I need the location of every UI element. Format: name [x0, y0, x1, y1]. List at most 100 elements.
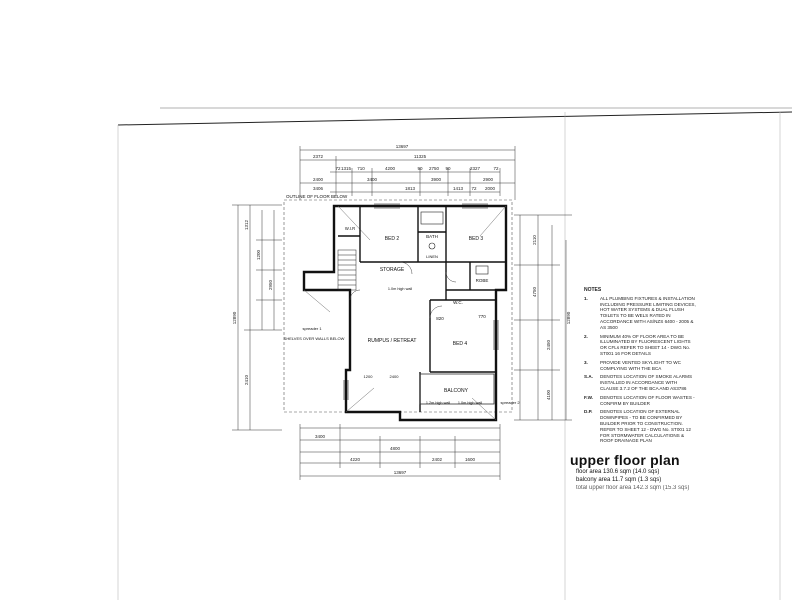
- dim-third-4: 2900: [483, 177, 494, 182]
- sheet-border-top: [117, 111, 793, 126]
- room-wir: W.I.R: [345, 226, 355, 231]
- dim-second-7: 90: [445, 166, 451, 171]
- note-text: MINIMUM 40% OF FLOOR AREA TO BE ILLUMINA…: [600, 333, 691, 356]
- notes-header: NOTES: [584, 287, 602, 293]
- dim-second-5: 90: [417, 166, 423, 171]
- dim-label-770: 770: [478, 314, 486, 319]
- note-item: S.A. DENOTES LOCATION OF SMOKE ALARMS INS…: [584, 374, 784, 391]
- note-text: PROVIDE VENTED SKYLIGHT TO WC COMPLYING …: [600, 359, 681, 371]
- balcony-outline: [419, 373, 495, 405]
- dim-right-2: 4750: [532, 286, 537, 297]
- dim-right-1: 2110: [532, 235, 537, 245]
- total-area: total upper floor area 142.3 sqm (15.3 s…: [576, 485, 690, 491]
- dim-second-1: 72: [335, 166, 341, 171]
- dim-bottom-1: 3400: [315, 434, 326, 439]
- note-text: DENOTES LOCATION OF SMOKE ALARMS INSTALL…: [600, 374, 693, 391]
- dim-left-1: 1312: [244, 219, 249, 230]
- high-wall-b: 1.0m high wall: [458, 401, 482, 405]
- dim-right-3: 2450: [546, 339, 551, 350]
- dim-third-3: 3900: [431, 177, 442, 182]
- windows: [343, 203, 499, 400]
- spreader-2: spreader 2: [500, 400, 520, 405]
- dim-left-2: 1200: [256, 249, 261, 260]
- dim-third-1: 2400: [313, 177, 324, 182]
- room-wc: W.C.: [453, 300, 463, 305]
- dim-fourth-4: 72: [471, 186, 477, 191]
- floor-area: floor area 130.6 sqm (14.0 sqs): [576, 469, 660, 475]
- roof-hip-lines: [303, 205, 507, 421]
- room-rumpus: RUMPUS / RETREAT: [368, 338, 417, 344]
- stair-treads: [337, 249, 357, 291]
- dim-fourth-2: 1813: [405, 186, 416, 191]
- note-item: 2. MINIMUM 40% OF FLOOR AREA TO BE ILLUMI…: [584, 334, 784, 357]
- dim-bottom-2: 4800: [390, 446, 401, 451]
- note-item: F.W. DENOTES LOCATION OF FLOOR WASTES - C…: [584, 395, 784, 407]
- dim-right-overall: 12890: [566, 311, 571, 324]
- dim-second-8: 2327: [470, 166, 481, 171]
- note-item: 1. ALL PLUMBING FIXTURES & INSTALLATION I…: [584, 296, 784, 331]
- note-text: DENOTES LOCATION OF FLOOR WASTES - CONFI…: [600, 394, 695, 406]
- dim-second-3: 710: [357, 166, 365, 171]
- dim-bottom-5: 4220: [350, 457, 361, 462]
- toilet: [475, 265, 489, 275]
- dim-second-2: 1315: [341, 166, 352, 171]
- room-linen: LINEN: [426, 254, 438, 259]
- dim-label-2400: 2400: [390, 374, 400, 379]
- dim-top-run-2: 11325: [414, 154, 427, 159]
- room-balcony: BALCONY: [444, 388, 469, 394]
- dim-right-4: 4100: [546, 389, 551, 400]
- room-bed-2: BED 2: [385, 236, 400, 242]
- dim-label-1200: 1200: [364, 374, 374, 379]
- dim-fourth-1: 3406: [313, 186, 324, 191]
- dim-second-4: 4200: [385, 166, 396, 171]
- dim-third-2: 3400: [367, 177, 378, 182]
- spreader-1: spreader 1: [302, 326, 322, 331]
- plan-title: upper floor plan: [570, 452, 680, 468]
- note-text: DENOTES LOCATION OF EXTERNAL DOWNPIPES -…: [600, 409, 691, 444]
- dim-bottom-3: 2402: [432, 457, 443, 462]
- dim-left-overall: 12890: [232, 311, 237, 324]
- interior-walls: [338, 206, 506, 412]
- high-wall-a: 1.2m high wall: [426, 401, 450, 405]
- exterior-walls: [302, 204, 508, 422]
- top-dimension-lines: [299, 146, 516, 200]
- note-text: ALL PLUMBING FIXTURES & INSTALLATION INC…: [600, 295, 696, 330]
- outline-note: OUTLINE OF FLOOR BELOW: [286, 194, 348, 199]
- room-robe: ROBE: [476, 278, 489, 283]
- title-block: upper floor plan floor area 130.6 sqm (1…: [570, 452, 790, 492]
- shelves-note: SHELVES OVER WALLS BELOW: [284, 336, 345, 341]
- room-bed-3: BED 3: [469, 236, 484, 242]
- note-key: S.A.: [584, 374, 593, 380]
- dim-label-820: 820: [436, 316, 444, 321]
- dim-fourth-5: 2000: [485, 186, 496, 191]
- note-item: D.P. DENOTES LOCATION OF EXTERNAL DOWNPIP…: [584, 409, 784, 444]
- dim-overall-bottom: 13697: [394, 470, 407, 475]
- outline-floor-below: [283, 199, 513, 413]
- note-key: D.P.: [584, 409, 593, 415]
- dim-overall-top: 13697: [396, 144, 409, 149]
- note-key: 3.: [584, 359, 588, 365]
- dim-left-3: 2950: [268, 279, 273, 290]
- dim-fourth-3: 1413: [453, 186, 464, 191]
- bottom-dimension-lines: [299, 424, 501, 480]
- dim-second-6: 2750: [429, 166, 440, 171]
- basin: [428, 242, 436, 250]
- dim-top-run-1: 2372: [313, 154, 324, 159]
- dim-bottom-4: 1600: [465, 457, 476, 462]
- room-bath: BATH: [426, 234, 438, 239]
- left-dimension-lines: [232, 204, 282, 431]
- room-bed-4: BED 4: [453, 341, 468, 347]
- dim-second-9: 72: [493, 166, 499, 171]
- high-wall-c: 1.0m high wall: [388, 287, 412, 291]
- bathtub: [420, 211, 444, 225]
- note-key: 2.: [584, 333, 588, 339]
- note-item: 3. PROVIDE VENTED SKYLIGHT TO WC COMPLYIN…: [584, 360, 784, 372]
- room-storage: STORAGE: [380, 267, 405, 273]
- note-key: 1.: [584, 295, 588, 301]
- door-swings: [349, 261, 457, 319]
- note-key: F.W.: [584, 394, 593, 400]
- dim-left-4: 2410: [244, 374, 249, 385]
- balcony-area: balcony area 11.7 sqm (1.3 sqs): [576, 477, 662, 483]
